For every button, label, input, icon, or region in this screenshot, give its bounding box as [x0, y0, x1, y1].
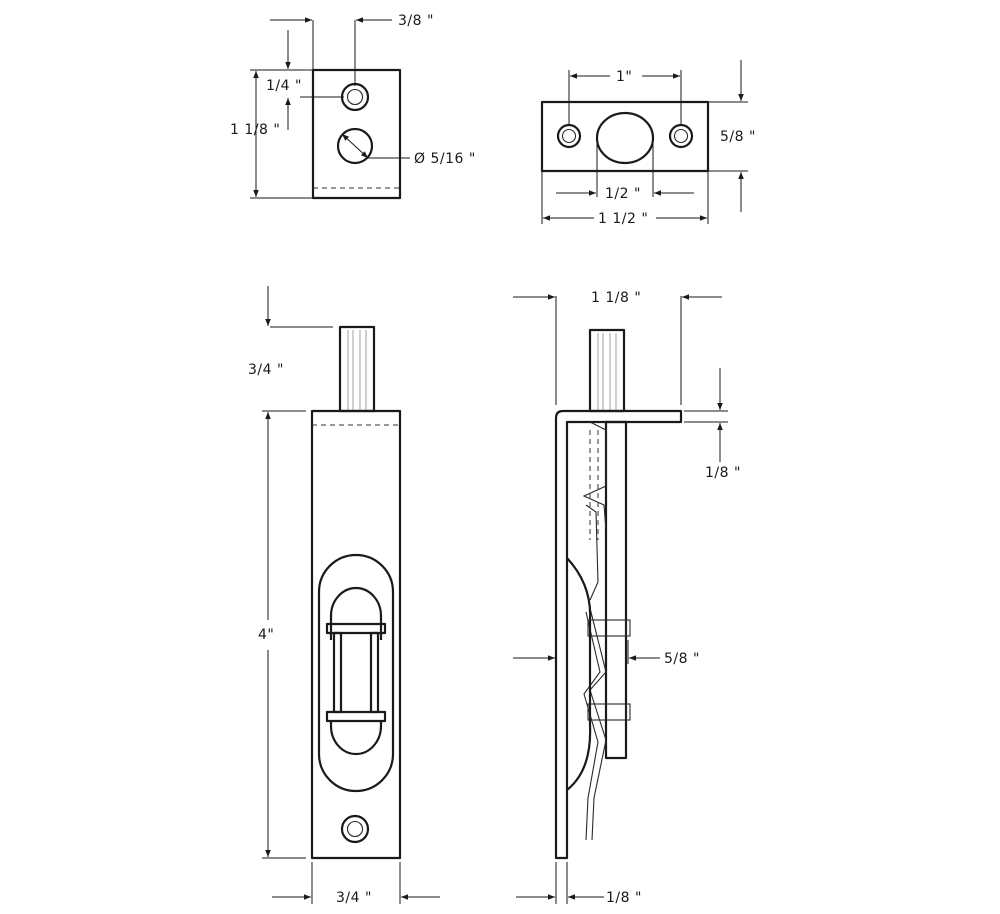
- dim-arrow: [341, 133, 369, 159]
- top-right-view: 1" 5/8 " 1/2 " 1 1/2 ": [540, 60, 756, 227]
- dim-flange-width-label: 1 1/8 ": [591, 290, 641, 306]
- dim-hole-offset-y-label: 1/4 ": [266, 78, 302, 94]
- lever-bottom-bar: [325, 710, 387, 723]
- recess-profile: [566, 557, 592, 791]
- screw-hole-outer: [340, 82, 370, 112]
- bolt-bore: [336, 127, 374, 165]
- strike-plate-outline: [311, 68, 402, 200]
- dim-hole-spacing-label: 1": [616, 69, 632, 85]
- cam-profile: [582, 421, 607, 531]
- screw-hole-outer: [668, 123, 694, 149]
- dim-flange-thickness-label: 1/8 ": [705, 465, 741, 481]
- top-left-view: 3/8 " 1/4 " 1 1/8 " Ø 5/16 ": [230, 13, 476, 200]
- dim-width-label: 1 1/2 ": [598, 211, 648, 227]
- dim-plate-thickness-label: 1/8 ": [606, 890, 642, 906]
- screw-hole-outer: [556, 123, 582, 149]
- bolt-slot: [595, 111, 655, 165]
- lever-left-rail: [332, 631, 343, 714]
- pivot-pin: [587, 703, 631, 721]
- bolt-housing: [604, 420, 628, 760]
- dim-length-label: 4": [258, 627, 274, 643]
- face-plate: [554, 409, 683, 860]
- front-view: 3/4 " 4" 3/4 ": [248, 286, 440, 906]
- side-view: 1 1/8 " 1/8 " 5/8 " 1/8 ": [513, 290, 741, 906]
- dim-slot-width-label: 1/2 ": [605, 186, 641, 202]
- screw-hole-outer: [340, 814, 370, 844]
- pivot-pin: [587, 619, 631, 637]
- recess-bottom-arc: [329, 720, 383, 756]
- dim-bolt-throw-label: 3/4 ": [248, 362, 284, 378]
- lever-right-rail: [369, 631, 380, 714]
- screw-hole-inner: [346, 820, 364, 838]
- lever-top-bar: [325, 622, 387, 635]
- lever-arm: [589, 607, 607, 841]
- lever-arm-back: [583, 611, 601, 841]
- recess-top-arc: [329, 586, 383, 640]
- dim-height-label: 1 1/8 ": [230, 122, 280, 138]
- screw-hole-inner: [673, 128, 689, 144]
- bolt-rod: [338, 325, 376, 413]
- plate-outline: [540, 100, 710, 173]
- dim-depth-label: 5/8 ": [664, 651, 700, 667]
- bolt-rod: [588, 328, 626, 413]
- screw-hole-inner: [561, 128, 577, 144]
- dim-hole-offset-x-label: 3/8 ": [398, 13, 434, 29]
- lever-spring: [585, 504, 599, 601]
- dim-height-label: 5/8 ": [720, 129, 756, 145]
- dim-width-label: 3/4 ": [336, 890, 372, 906]
- screw-hole-inner: [346, 88, 364, 106]
- dim-bore-diameter-label: Ø 5/16 ": [414, 151, 476, 167]
- finger-recess: [317, 553, 395, 793]
- bolt-body: [310, 409, 402, 860]
